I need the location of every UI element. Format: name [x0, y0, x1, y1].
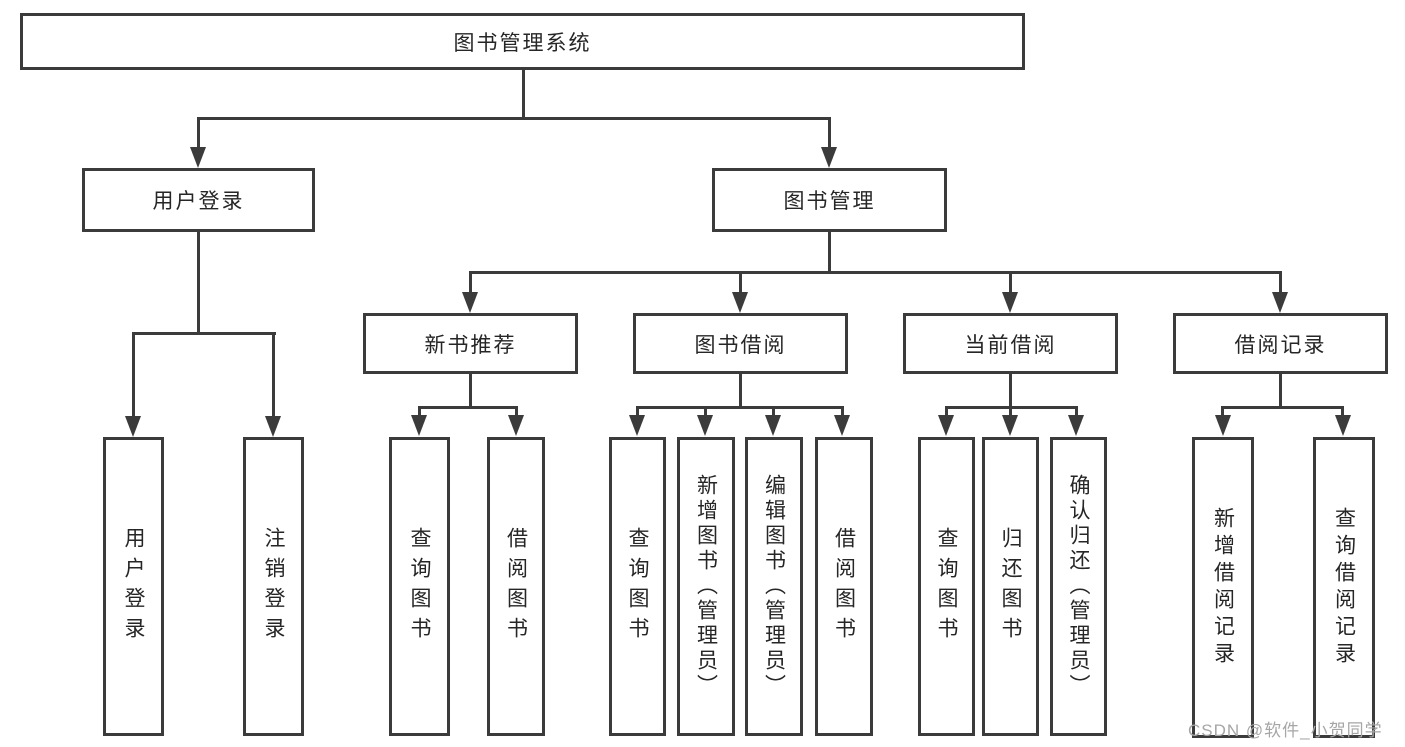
node-leaf-confirm-return-admin: 确认归还（管理员） [1050, 437, 1107, 736]
connector-drop-query-record [1341, 406, 1344, 418]
node-leaf-return-book: 归还图书 [982, 437, 1039, 736]
arrowhead-icon-query-book-1 [411, 415, 427, 436]
arrowhead-icon-new-books [462, 292, 478, 313]
connector-drop-book-borrow [739, 271, 742, 294]
node-library-management-system: 图书管理系统 [20, 13, 1025, 70]
node-leaf-query-book-2: 查询图书 [609, 437, 666, 736]
connector-drop-confirm-return [1075, 406, 1078, 418]
node-leaf-logout: 注销登录 [243, 437, 304, 736]
arrowhead-icon-borrow-book-2 [834, 415, 850, 436]
arrowhead-icon-logout [265, 416, 281, 437]
connector-drop-add-book [704, 406, 707, 418]
node-leaf-borrow-book-1: 借阅图书 [487, 437, 545, 736]
connector-new-books-stem [469, 374, 472, 406]
node-leaf-query-borrow-record: 查询借阅记录 [1313, 437, 1375, 738]
arrowhead-icon-book-management [821, 147, 837, 168]
connector-new-books-split [418, 406, 518, 409]
connector-current-borrow-stem [1009, 374, 1012, 406]
node-leaf-edit-book-admin: 编辑图书（管理员） [745, 437, 803, 736]
connector-book-borrow-split [636, 406, 844, 409]
connector-drop-query-book-2 [636, 406, 639, 418]
connector-drop-current-borrow [1009, 271, 1012, 294]
arrowhead-icon-borrow-records [1272, 292, 1288, 313]
arrowhead-icon-add-record [1215, 415, 1231, 436]
connector-book-management-stem [828, 232, 831, 273]
node-borrow-records: 借阅记录 [1173, 313, 1388, 374]
connector-drop-edit-book [772, 406, 775, 418]
arrowhead-icon-borrow-book-1 [508, 415, 524, 436]
node-current-borrow: 当前借阅 [903, 313, 1118, 374]
connector-drop-user-login [197, 117, 200, 150]
connector-drop-query-book-1 [418, 406, 421, 418]
arrowhead-icon-query-record [1335, 415, 1351, 436]
connector-borrow-records-split [1221, 406, 1344, 409]
connector-borrow-records-stem [1279, 374, 1282, 406]
connector-drop-return-book [1009, 406, 1012, 418]
node-leaf-add-book-admin: 新增图书（管理员） [677, 437, 735, 736]
connector-user-login-stem [197, 232, 200, 335]
connector-drop-new-books [469, 271, 472, 294]
arrowhead-icon-user-login [190, 147, 206, 168]
arrowhead-icon-edit-book [765, 415, 781, 436]
connector-drop-query-book-3 [945, 406, 948, 418]
connector-drop-book-management [828, 117, 831, 150]
connector-book-management-split [469, 271, 1282, 274]
node-new-book-recommend: 新书推荐 [363, 313, 578, 374]
node-book-borrow: 图书借阅 [633, 313, 848, 374]
connector-drop-borrow-book-2 [841, 406, 844, 418]
connector-root-split [197, 117, 831, 120]
node-book-management: 图书管理 [712, 168, 947, 232]
connector-user-login-split [132, 332, 276, 335]
arrowhead-icon-return-book [1002, 415, 1018, 436]
csdn-watermark: CSDN @软件_小贺同学 [1188, 721, 1383, 740]
node-leaf-user-login: 用户登录 [103, 437, 164, 736]
arrowhead-icon-current-borrow [1002, 292, 1018, 313]
connector-book-borrow-stem [739, 374, 742, 406]
node-user-login: 用户登录 [82, 168, 315, 232]
connector-root-stem [522, 69, 525, 120]
node-leaf-query-book-3: 查询图书 [918, 437, 975, 736]
arrowhead-icon-query-book-2 [629, 415, 645, 436]
arrowhead-icon-book-borrow [732, 292, 748, 313]
connector-drop-logout [272, 332, 275, 417]
node-leaf-borrow-book-2: 借阅图书 [815, 437, 873, 736]
connector-drop-add-record [1221, 406, 1224, 418]
node-leaf-add-borrow-record: 新增借阅记录 [1192, 437, 1254, 738]
connector-drop-borrow-records [1279, 271, 1282, 294]
connector-drop-borrow-book-1 [515, 406, 518, 418]
node-leaf-query-book-1: 查询图书 [389, 437, 450, 736]
connector-drop-login [132, 332, 135, 417]
arrowhead-icon-confirm-return [1068, 415, 1084, 436]
arrowhead-icon-add-book [697, 415, 713, 436]
arrowhead-icon-query-book-3 [938, 415, 954, 436]
arrowhead-icon-login [125, 416, 141, 437]
